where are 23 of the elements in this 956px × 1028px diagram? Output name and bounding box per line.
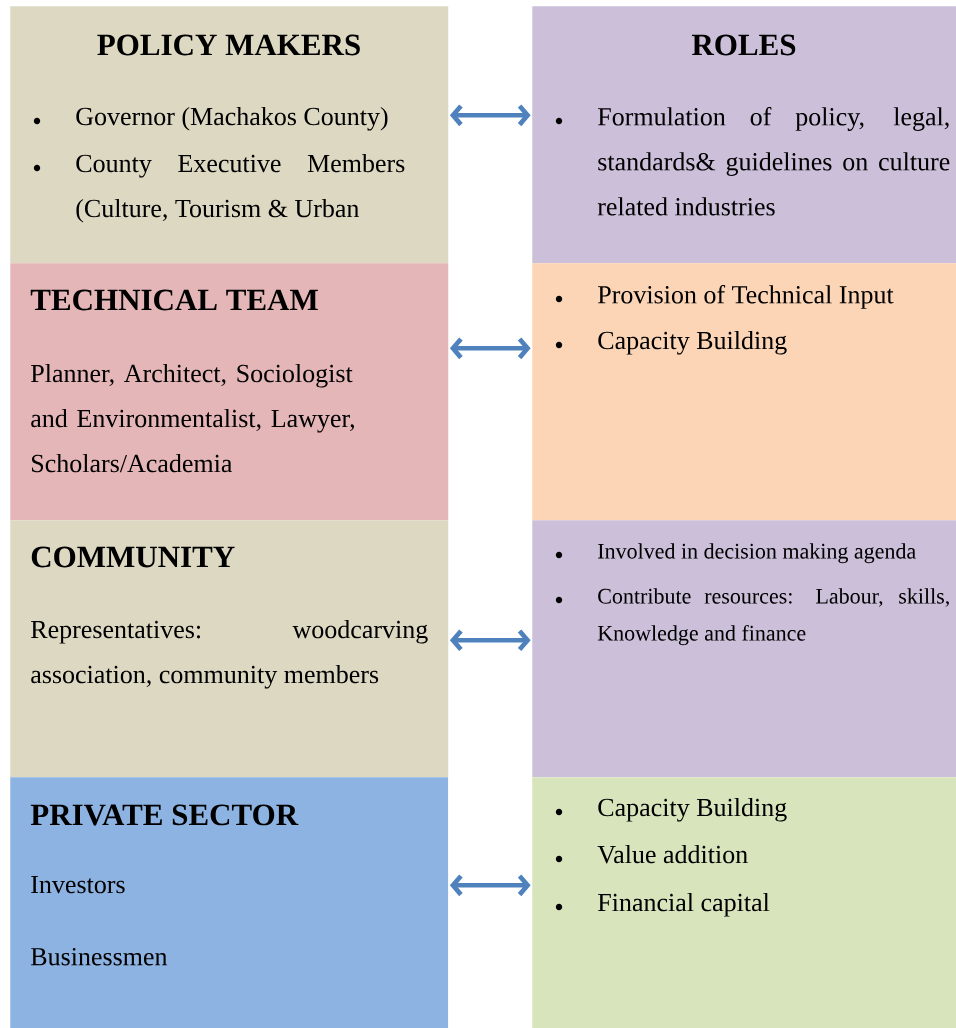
heading: ROLES [691,34,796,56]
heading: COMMUNITY [31,546,235,568]
list-item: Financial capital [555,893,770,917]
heading: PRIVATE SECTOR [30,804,299,826]
heading: POLICY MAKERS [97,34,360,56]
paragraph: Planner, Architect, Sociologist and Environmentalist, Lawyer, Scholars/Academia [31,364,354,473]
double-arrow [449,337,531,360]
double-arrow [449,874,531,897]
list-item: Formulation of policy, legal, standards& guidelines on culture related industries [555,107,950,216]
list-item: Value addition [555,845,748,864]
paragraph: Representatives: woodcarving association, community members [31,620,428,689]
double-arrow [449,629,531,652]
list-item: Capacity Building [555,331,787,355]
list-item: Capacity Building [555,798,787,822]
list-item: Provision of Technical Input [555,285,894,309]
paragraph: Businessmen [31,948,168,966]
double-arrow [449,104,531,127]
list-item: Involved in decision making agenda [555,543,916,564]
paragraph: Investors [31,876,125,894]
heading: TECHNICAL TEAM [30,289,318,311]
list-item: Contribute resources: Labour, skills, Knowledge and finance [555,588,949,646]
list-item: County Executive Members (Culture, Tourism & Urban [33,154,405,223]
list-item: Governor (Machakos County) [33,107,388,131]
